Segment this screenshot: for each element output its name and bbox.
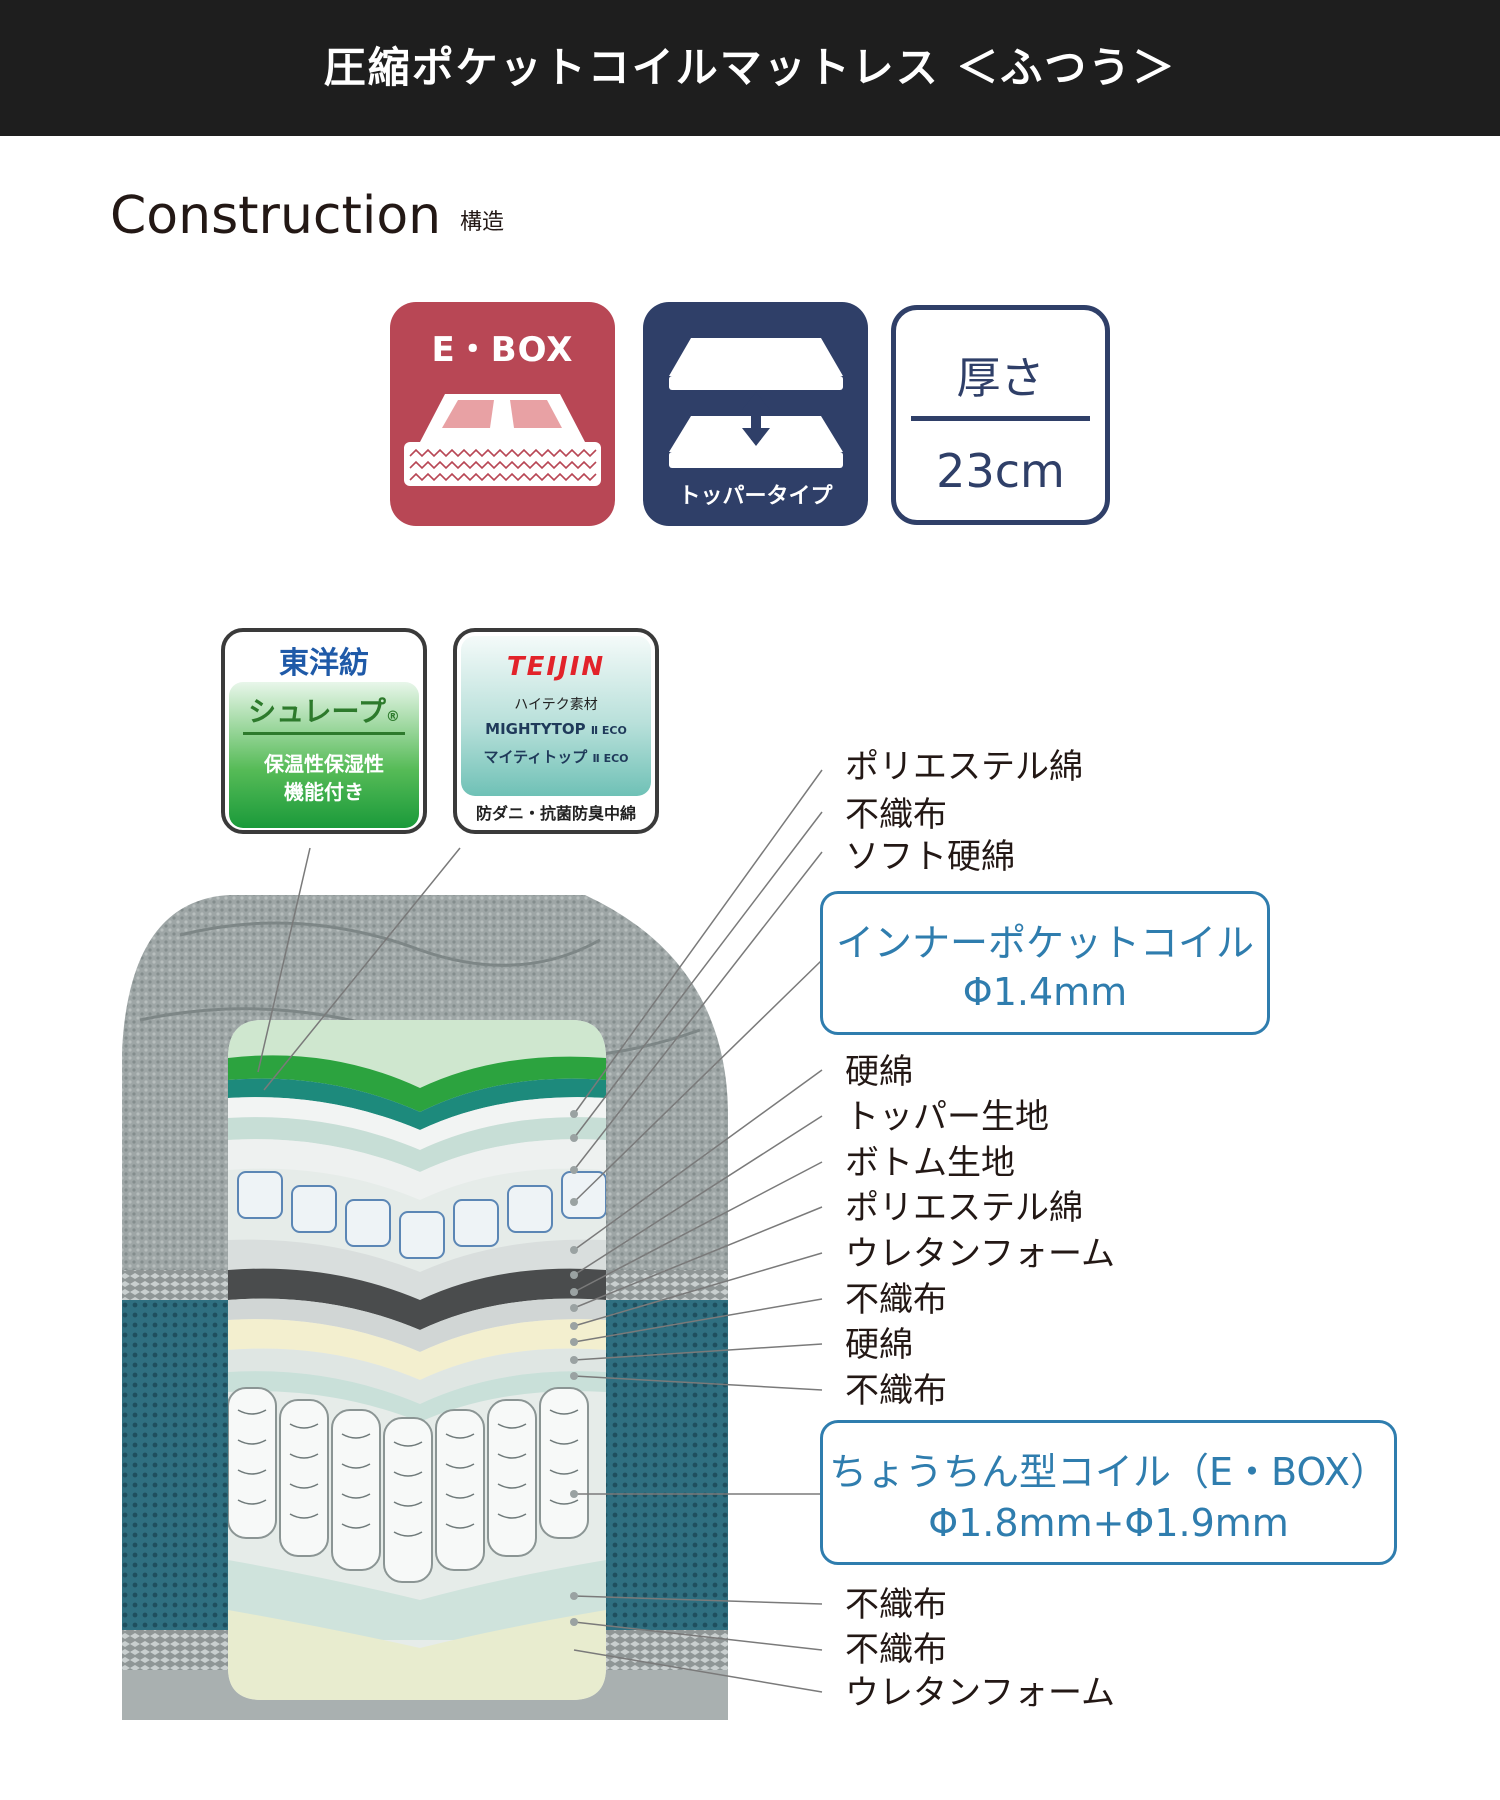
layer-label-6: トッパー生地 [845, 1097, 1049, 1137]
teijin-product-ja: マイティトップ Ⅱ ECO [483, 748, 629, 766]
inner-coil-spec: Φ1.4mm [962, 970, 1128, 1014]
ebox-badge-label: E・BOX [431, 330, 574, 370]
teijin-footer: 防ダニ・抗菌防臭中綿 [475, 804, 636, 823]
header-bar: 圧縮ポケットコイルマットレス ＜ふつう＞ [0, 0, 1500, 136]
thickness-badge: 厚さ 23cm [891, 305, 1110, 525]
teijin-product-en: MIGHTYTOP Ⅱ ECO [485, 720, 627, 738]
cutaway-layers [228, 1020, 606, 1700]
layer-label-11: 硬綿 [845, 1325, 913, 1365]
mattress-ebox-icon [404, 394, 601, 486]
layer-label-1: ポリエステル綿 [845, 747, 1083, 787]
topper-badge-label: トッパータイプ [678, 484, 833, 509]
main-coil-name: ちょうちん型コイル（E・BOX） [829, 1450, 1388, 1494]
section-title: Construction [110, 186, 442, 246]
toyobo-brand: 東洋紡 [279, 646, 369, 681]
thickness-label: 厚さ [956, 353, 1045, 404]
layer-label-14: 不織布 [845, 1585, 947, 1625]
inner-coil-callout: インナーポケットコイル Φ1.4mm [820, 891, 1270, 1035]
topper-badge: トッパータイプ [643, 302, 868, 526]
layer-label-15: 不織布 [845, 1630, 947, 1670]
section-subtitle: 構造 [460, 210, 505, 235]
layer-label-5: 硬綿 [845, 1052, 913, 1092]
topper-icon [669, 338, 843, 468]
main-coil-spec: Φ1.8mm+Φ1.9mm [928, 1501, 1289, 1545]
layer-label-8: ポリエステル綿 [845, 1188, 1083, 1228]
thickness-divider [911, 416, 1090, 421]
layer-label-2: 不織布 [845, 795, 947, 835]
teijin-mightytop-logo: TEIJIN ハイテク素材 MIGHTYTOP Ⅱ ECO マイティトップ Ⅱ … [453, 628, 659, 834]
layer-label-9: ウレタンフォーム [845, 1234, 1115, 1274]
teijin-brand: TEIJIN [506, 652, 606, 682]
layer-label-3: ソフト硬綿 [845, 837, 1015, 877]
toyobo-shureep-logo: 東洋紡 シュレープ® 保温性保湿性機能付き [221, 628, 427, 834]
inner-coil-name: インナーポケットコイル [835, 921, 1254, 965]
leader-dots [570, 1110, 578, 1626]
toyobo-product-name: シュレープ® [248, 695, 400, 728]
page-title: 圧縮ポケットコイルマットレス ＜ふつう＞ [323, 43, 1177, 92]
layer-label-12: 不織布 [845, 1371, 947, 1411]
layer-label-7: ボトム生地 [845, 1143, 1015, 1183]
thickness-value: 23cm [936, 444, 1065, 498]
toyobo-description: 保温性保湿性機能付き [264, 752, 384, 804]
layer-label-10: 不織布 [845, 1280, 947, 1320]
main-coil-callout: ちょうちん型コイル（E・BOX） Φ1.8mm+Φ1.9mm [820, 1420, 1397, 1565]
teijin-tagline: ハイテク素材 [514, 697, 598, 713]
teijin-panel: TEIJIN ハイテク素材 MIGHTYTOP Ⅱ ECO マイティトップ Ⅱ … [461, 636, 651, 796]
leader-lines [257, 769, 823, 1693]
ebox-badge: E・BOX [390, 302, 615, 526]
layer-label-16: ウレタンフォーム [845, 1673, 1115, 1713]
toyobo-panel: シュレープ® 保温性保湿性機能付き [229, 682, 419, 828]
